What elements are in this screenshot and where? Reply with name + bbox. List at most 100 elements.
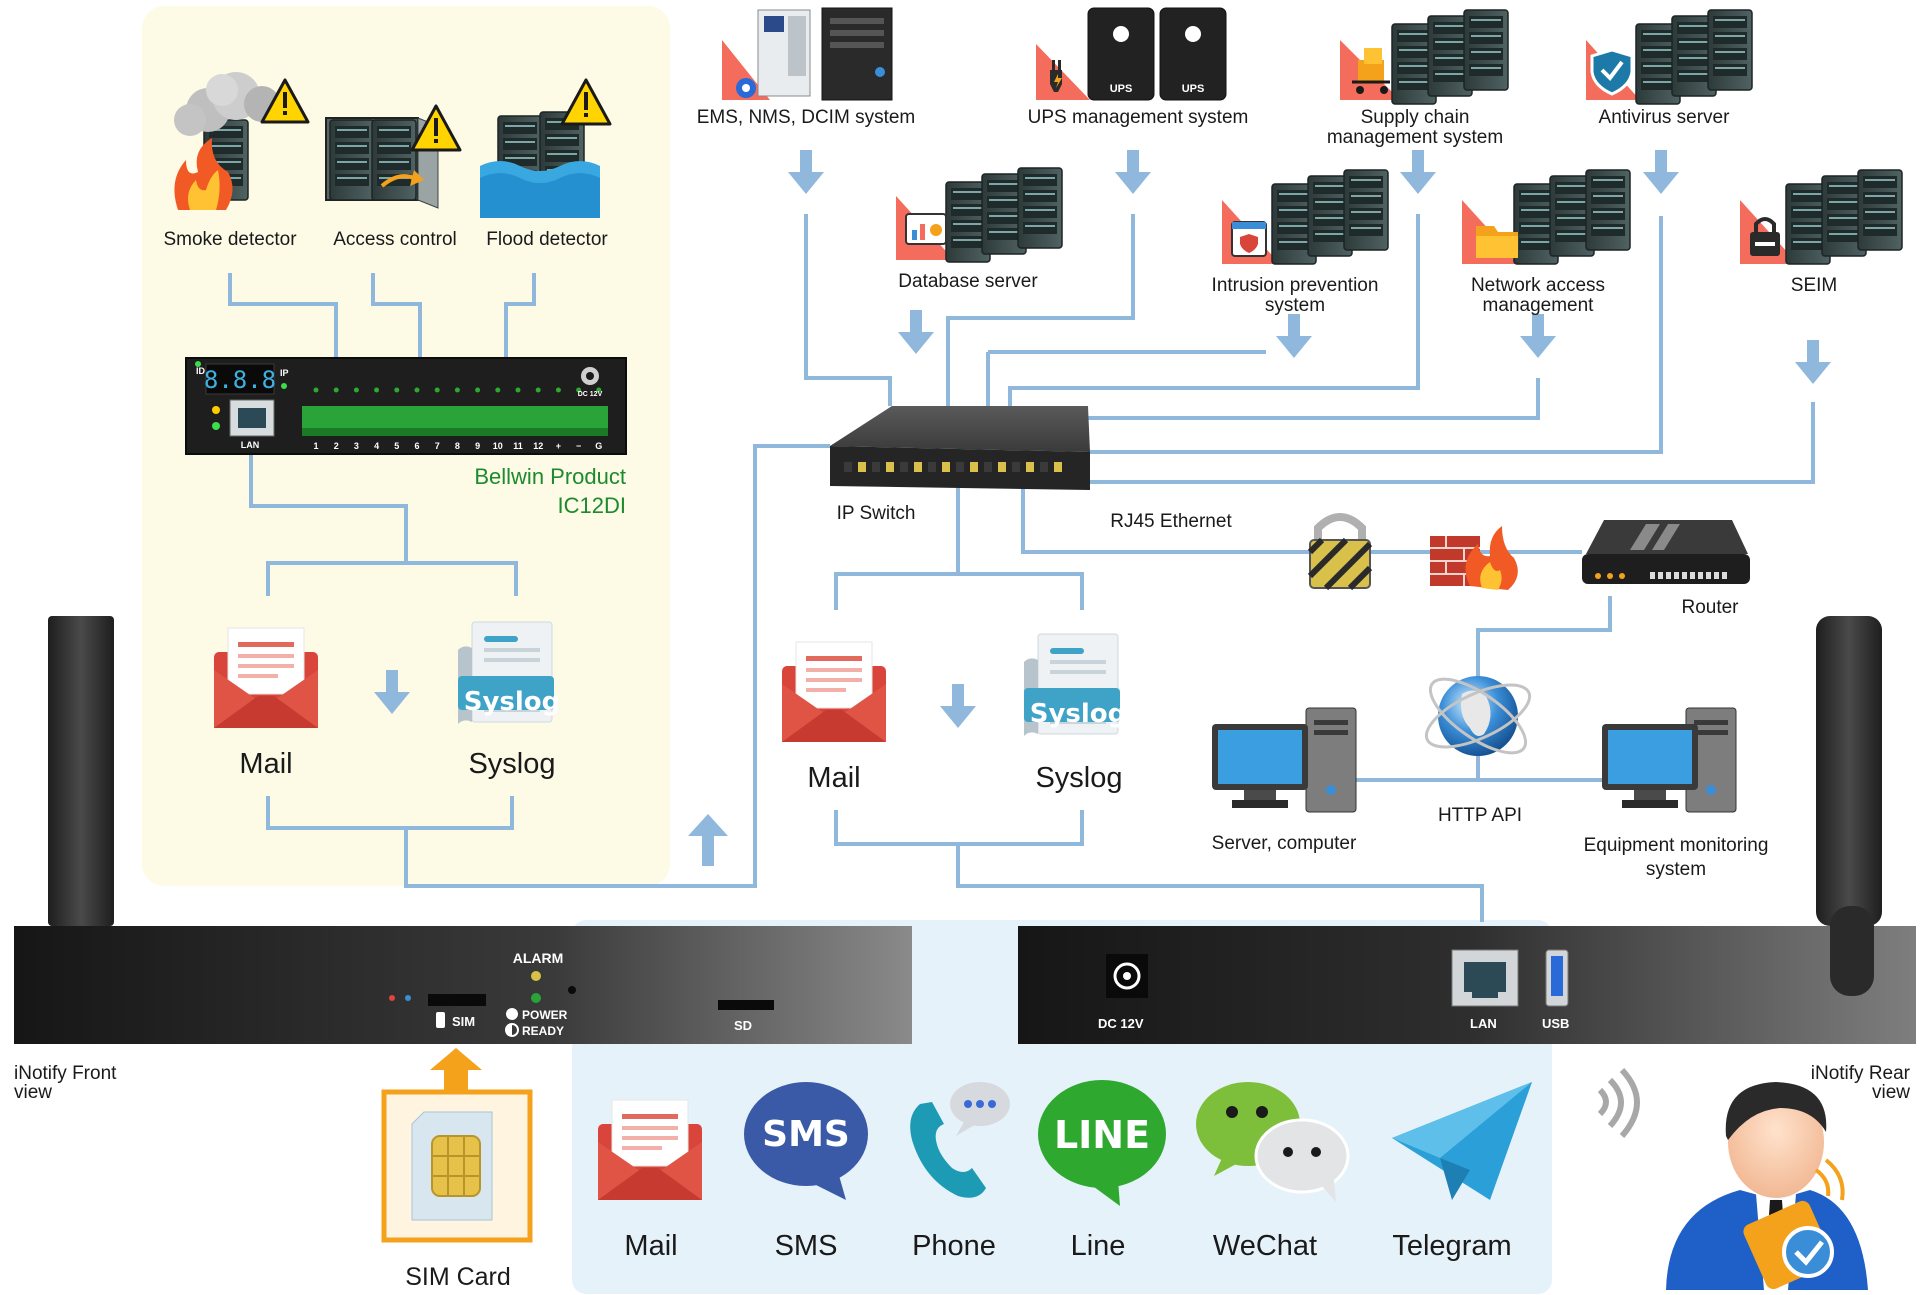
ip-switch-label: IP Switch bbox=[836, 503, 916, 524]
router-port bbox=[1706, 572, 1711, 579]
rear-antenna bbox=[1816, 616, 1882, 926]
smoke-detector-label: Smoke detector bbox=[163, 229, 297, 250]
terminal-led bbox=[515, 387, 521, 393]
http-api-label: HTTP API bbox=[1437, 805, 1523, 826]
arrow-ips bbox=[1276, 314, 1312, 358]
product-dc-label: DC 12V bbox=[578, 391, 603, 398]
router-icon bbox=[1582, 520, 1750, 584]
terminal-number: 3 bbox=[354, 441, 359, 451]
router-port bbox=[1658, 572, 1663, 579]
router-port bbox=[1698, 572, 1703, 579]
terminal-led bbox=[454, 387, 460, 393]
uplink-arrow bbox=[688, 814, 728, 866]
channel-sms-label: SMS bbox=[774, 1230, 838, 1262]
product-name: Bellwin Product bbox=[474, 464, 626, 489]
ips-label: Intrusion prevention system bbox=[1211, 275, 1379, 316]
network-access-icon bbox=[1462, 170, 1630, 264]
center-syslog-icon: Syslog bbox=[1023, 633, 1127, 737]
sms-badge: SMS bbox=[762, 1114, 850, 1155]
power-label: POWER bbox=[522, 1008, 568, 1022]
switch-port bbox=[844, 462, 852, 472]
globe-icon bbox=[1424, 676, 1532, 756]
nac-label: Network access management bbox=[1470, 275, 1606, 316]
terminal-number: 5 bbox=[394, 441, 399, 451]
switch-port bbox=[914, 462, 922, 472]
antivirus-icon bbox=[1586, 10, 1752, 104]
terminal-number: 1 bbox=[313, 441, 318, 451]
line-badge: LINE bbox=[1054, 1113, 1150, 1157]
product-lan-label: LAN bbox=[241, 440, 260, 450]
channel-telegram-label: Telegram bbox=[1392, 1230, 1512, 1262]
channel-mail-icon bbox=[597, 1099, 703, 1201]
antivirus-label: Antivirus server bbox=[1598, 107, 1730, 128]
intrusion-prevention-icon bbox=[1222, 170, 1388, 264]
terminal-led bbox=[414, 387, 420, 393]
terminal-number: 6 bbox=[414, 441, 419, 451]
router-port bbox=[1682, 572, 1687, 579]
supply-chain-label: Supply chain management system bbox=[1326, 107, 1504, 148]
rear-view-caption: iNotify Rear view bbox=[1810, 1063, 1910, 1103]
terminal-led bbox=[535, 387, 541, 393]
router-port bbox=[1722, 572, 1727, 579]
terminal-number: 11 bbox=[513, 441, 523, 451]
terminal-number: 2 bbox=[334, 441, 339, 451]
terminal-number: 10 bbox=[493, 441, 503, 451]
terminal-led bbox=[495, 387, 501, 393]
sim-card-icon bbox=[381, 1048, 533, 1243]
alarm-label: ALARM bbox=[512, 950, 564, 966]
ready-label: READY bbox=[522, 1024, 565, 1038]
channel-line-label: Line bbox=[1070, 1230, 1126, 1262]
usb-port-label: USB bbox=[1542, 1016, 1570, 1031]
arrow-ems bbox=[788, 150, 824, 194]
terminal-led bbox=[475, 387, 481, 393]
firewall-icon bbox=[1430, 526, 1518, 590]
left-mail-icon bbox=[213, 627, 319, 729]
terminal-led bbox=[313, 387, 319, 393]
sd-slot-label: SD bbox=[734, 1018, 753, 1033]
switch-port bbox=[970, 462, 978, 472]
center-syslog-label: Syslog bbox=[1035, 762, 1123, 794]
dc-port-label: DC 12V bbox=[1098, 1016, 1144, 1031]
ups-badge-2: UPS bbox=[1182, 83, 1205, 95]
terminal-led bbox=[333, 387, 339, 393]
terminal-number: − bbox=[576, 441, 581, 451]
ups-icon: UPS UPS bbox=[1036, 7, 1227, 101]
flood-detector-icon bbox=[480, 78, 612, 218]
channel-sms-icon: SMS bbox=[744, 1082, 868, 1200]
terminal-led bbox=[374, 387, 380, 393]
terminal-led bbox=[555, 387, 561, 393]
left-syslog-badge: Syslog bbox=[464, 687, 561, 717]
switch-port bbox=[900, 462, 908, 472]
terminal-number: 12 bbox=[533, 441, 543, 451]
center-notify-arrow bbox=[940, 684, 976, 728]
switch-port bbox=[1054, 462, 1062, 472]
terminal-number: 4 bbox=[374, 441, 379, 451]
product-ip-label: IP bbox=[280, 368, 289, 378]
channel-line-icon: LINE bbox=[1038, 1080, 1166, 1206]
ems-label: EMS, NMS, DCIM system bbox=[696, 107, 916, 128]
access-control-icon bbox=[325, 104, 462, 209]
terminal-led bbox=[353, 387, 359, 393]
arrow-ups bbox=[1115, 150, 1151, 194]
switch-port bbox=[1026, 462, 1034, 472]
inotify-front-panel bbox=[14, 926, 912, 1044]
switch-port bbox=[1012, 462, 1020, 472]
left-syslog-label: Syslog bbox=[468, 748, 556, 780]
center-syslog-badge: Syslog bbox=[1030, 699, 1127, 729]
switch-port bbox=[1040, 462, 1048, 472]
router-port bbox=[1674, 572, 1679, 579]
ups-label: UPS management system bbox=[1027, 107, 1249, 128]
switch-port bbox=[984, 462, 992, 472]
smoke-detector-icon bbox=[174, 72, 310, 210]
arrow-supply bbox=[1400, 150, 1436, 194]
database-label: Database server bbox=[898, 271, 1038, 292]
inotify-rear-panel bbox=[1018, 906, 1916, 1044]
arrow-database bbox=[898, 310, 934, 354]
terminal-led bbox=[434, 387, 440, 393]
sim-card-label: SIM Card bbox=[405, 1263, 511, 1291]
lock-icon bbox=[1307, 513, 1373, 591]
rj45-label: RJ45 Ethernet bbox=[1110, 511, 1232, 532]
equipment-label: Equipment monitoring system bbox=[1583, 835, 1769, 880]
